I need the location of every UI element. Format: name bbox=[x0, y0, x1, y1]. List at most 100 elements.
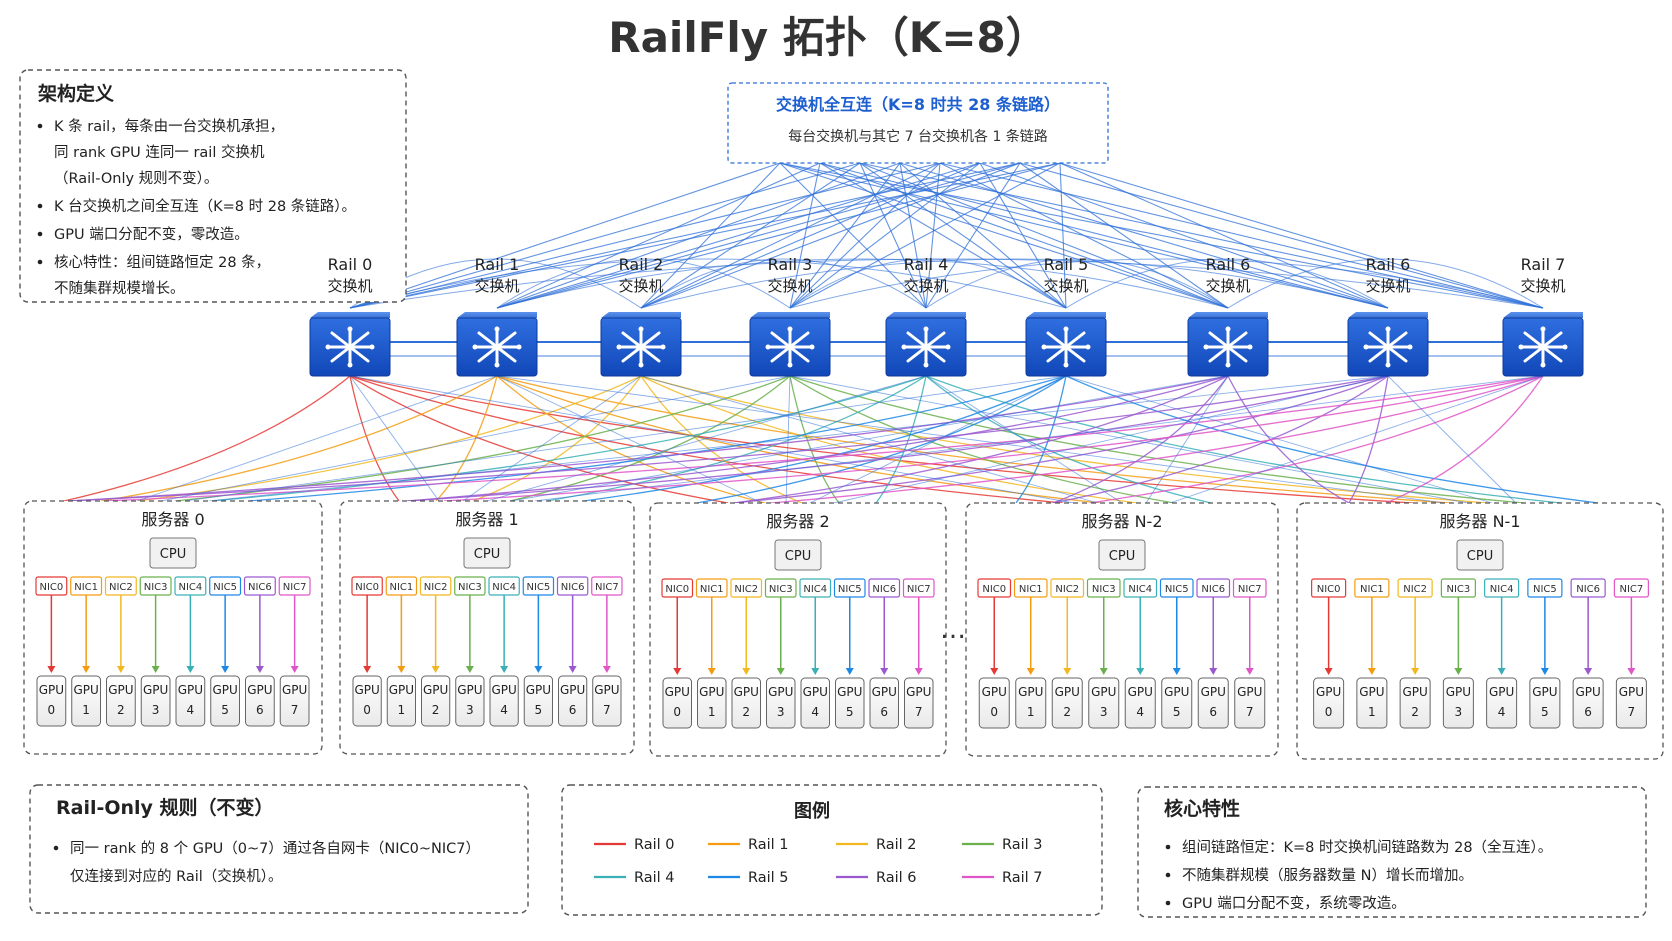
rail-link bbox=[1052, 375, 1389, 504]
gpu-card bbox=[71, 675, 101, 727]
rail-link bbox=[640, 375, 1488, 504]
gpu-index: 1 bbox=[82, 703, 90, 717]
server-box: 服务器 2CPUNIC0GPU0NIC1GPU1NIC2GPU2NIC3GPU3… bbox=[649, 502, 947, 757]
cross-link bbox=[640, 375, 1099, 504]
cross-link bbox=[809, 375, 1067, 504]
mesh-link bbox=[925, 162, 1021, 309]
server-title: 服务器 N-1 bbox=[1439, 512, 1520, 531]
switch-top-face bbox=[750, 312, 830, 318]
bullet-dot-icon bbox=[1165, 872, 1171, 878]
nic-label: NIC4 bbox=[803, 584, 827, 595]
architecture-definition-box: 架构定义 K 条 rail，每条由一台交换机承担，同 rank GPU 连同一 … bbox=[19, 69, 407, 303]
arrow-down-icon bbox=[186, 666, 195, 673]
gpu-card bbox=[1486, 677, 1518, 729]
gpu-label: GPU bbox=[212, 683, 237, 697]
legend-label: Rail 0 bbox=[634, 837, 675, 853]
gpu-card bbox=[766, 677, 796, 729]
gpu-label: GPU bbox=[1619, 685, 1644, 699]
arrow-down-icon bbox=[1627, 668, 1636, 675]
gpu-index: 6 bbox=[880, 705, 888, 719]
mesh-link bbox=[779, 162, 1389, 309]
arrow-down-icon bbox=[1584, 668, 1593, 675]
cross-link bbox=[789, 375, 1469, 504]
cross-link bbox=[486, 375, 927, 502]
nic-label: NIC7 bbox=[595, 582, 619, 593]
mesh-link bbox=[349, 162, 781, 309]
gpu-card bbox=[1161, 677, 1193, 729]
switch-rail-label: Rail 4 bbox=[904, 255, 949, 274]
gpu-index: 3 bbox=[777, 705, 785, 719]
mesh-link bbox=[939, 162, 1544, 309]
cross-link bbox=[1169, 375, 1544, 504]
arrow-down-icon bbox=[1411, 668, 1420, 675]
mesh-link bbox=[640, 162, 941, 309]
mesh-link bbox=[789, 162, 1061, 309]
bullet-text: 不随集群规模（服务器数量 N）增长而增加。 bbox=[1182, 867, 1473, 884]
arrow-down-icon bbox=[534, 666, 543, 673]
rail-link bbox=[63, 375, 351, 502]
switch-arrows-icon bbox=[616, 326, 666, 368]
rail-link bbox=[406, 375, 1229, 502]
rail-link bbox=[67, 375, 1389, 502]
mesh-link bbox=[899, 162, 1389, 309]
bullet-text: 同一 rank 的 8 个 GPU（0~7）通过各自网卡（NIC0~NIC7） bbox=[70, 840, 480, 857]
mesh-link bbox=[819, 162, 1067, 309]
nic-label: NIC1 bbox=[700, 584, 724, 595]
mesh-link bbox=[819, 162, 1229, 309]
gpu-card bbox=[489, 675, 519, 727]
arrow-down-icon bbox=[673, 668, 682, 675]
gpu-label: GPU bbox=[1446, 685, 1471, 699]
mesh-link bbox=[859, 162, 1544, 309]
switch-rail-label: Rail 6 bbox=[1366, 255, 1411, 274]
nic-label: NIC2 bbox=[1403, 584, 1427, 595]
switch-mesh-links bbox=[349, 162, 1544, 357]
arrow-down-icon bbox=[1136, 668, 1145, 675]
gpu-index: 7 bbox=[915, 705, 923, 719]
core-heading: 核心特性 bbox=[1164, 797, 1240, 820]
gpu-card bbox=[731, 677, 761, 729]
gpu-card bbox=[1356, 677, 1388, 729]
rail-link bbox=[1089, 375, 1544, 504]
arrow-down-icon bbox=[742, 668, 751, 675]
switch-top-face bbox=[1188, 312, 1268, 318]
bullet-text: K 台交换机之间全互连（K=8 时 28 条链路）。 bbox=[54, 197, 356, 215]
mesh-link bbox=[496, 258, 791, 309]
legend-label: Rail 3 bbox=[1002, 837, 1043, 853]
nic-label: NIC6 bbox=[1576, 584, 1600, 595]
rail-link bbox=[349, 375, 400, 502]
gpu-card bbox=[1234, 677, 1266, 729]
gpu-card bbox=[106, 675, 136, 727]
gpu-index: 5 bbox=[1541, 705, 1549, 719]
gpu-index: 2 bbox=[1063, 705, 1071, 719]
bullet-text: 仅连接到对应的 Rail（交换机）。 bbox=[70, 867, 283, 885]
arrow-down-icon bbox=[990, 668, 999, 675]
gpu-label: GPU bbox=[768, 685, 793, 699]
bullet-text: GPU 端口分配不变，零改造。 bbox=[54, 226, 249, 243]
legend-label: Rail 7 bbox=[1002, 870, 1043, 886]
switch-arrows-icon bbox=[765, 326, 815, 368]
switch-top-face bbox=[886, 312, 966, 318]
rail-link bbox=[248, 375, 1067, 502]
mesh-link bbox=[640, 162, 1021, 309]
gpu-label: GPU bbox=[1402, 685, 1427, 699]
gpu-card bbox=[1529, 677, 1561, 729]
cross-link bbox=[160, 375, 791, 502]
switch-arrows-icon bbox=[901, 326, 951, 368]
cpu-label: CPU bbox=[474, 547, 500, 562]
arrow-down-icon bbox=[500, 666, 509, 673]
switch-type-label: 交换机 bbox=[1205, 277, 1250, 295]
switch-rail-label: Rail 5 bbox=[1044, 255, 1089, 274]
gpu-card bbox=[523, 675, 553, 727]
bullet-dot-icon bbox=[1165, 900, 1171, 906]
switch-rail-label: Rail 0 bbox=[328, 255, 373, 274]
nic-label: NIC7 bbox=[1619, 584, 1643, 595]
more-servers-ellipsis: … bbox=[940, 615, 966, 645]
gpu-card bbox=[978, 677, 1010, 729]
gpu-label: GPU bbox=[982, 685, 1007, 699]
gpu-card bbox=[1442, 677, 1474, 729]
server-row: 服务器 0CPUNIC0GPU0NIC1GPU1NIC2GPU2NIC3GPU3… bbox=[23, 500, 1664, 760]
arrow-down-icon bbox=[116, 666, 125, 673]
bullet-dot-icon bbox=[53, 845, 59, 851]
rail-link bbox=[496, 375, 766, 504]
